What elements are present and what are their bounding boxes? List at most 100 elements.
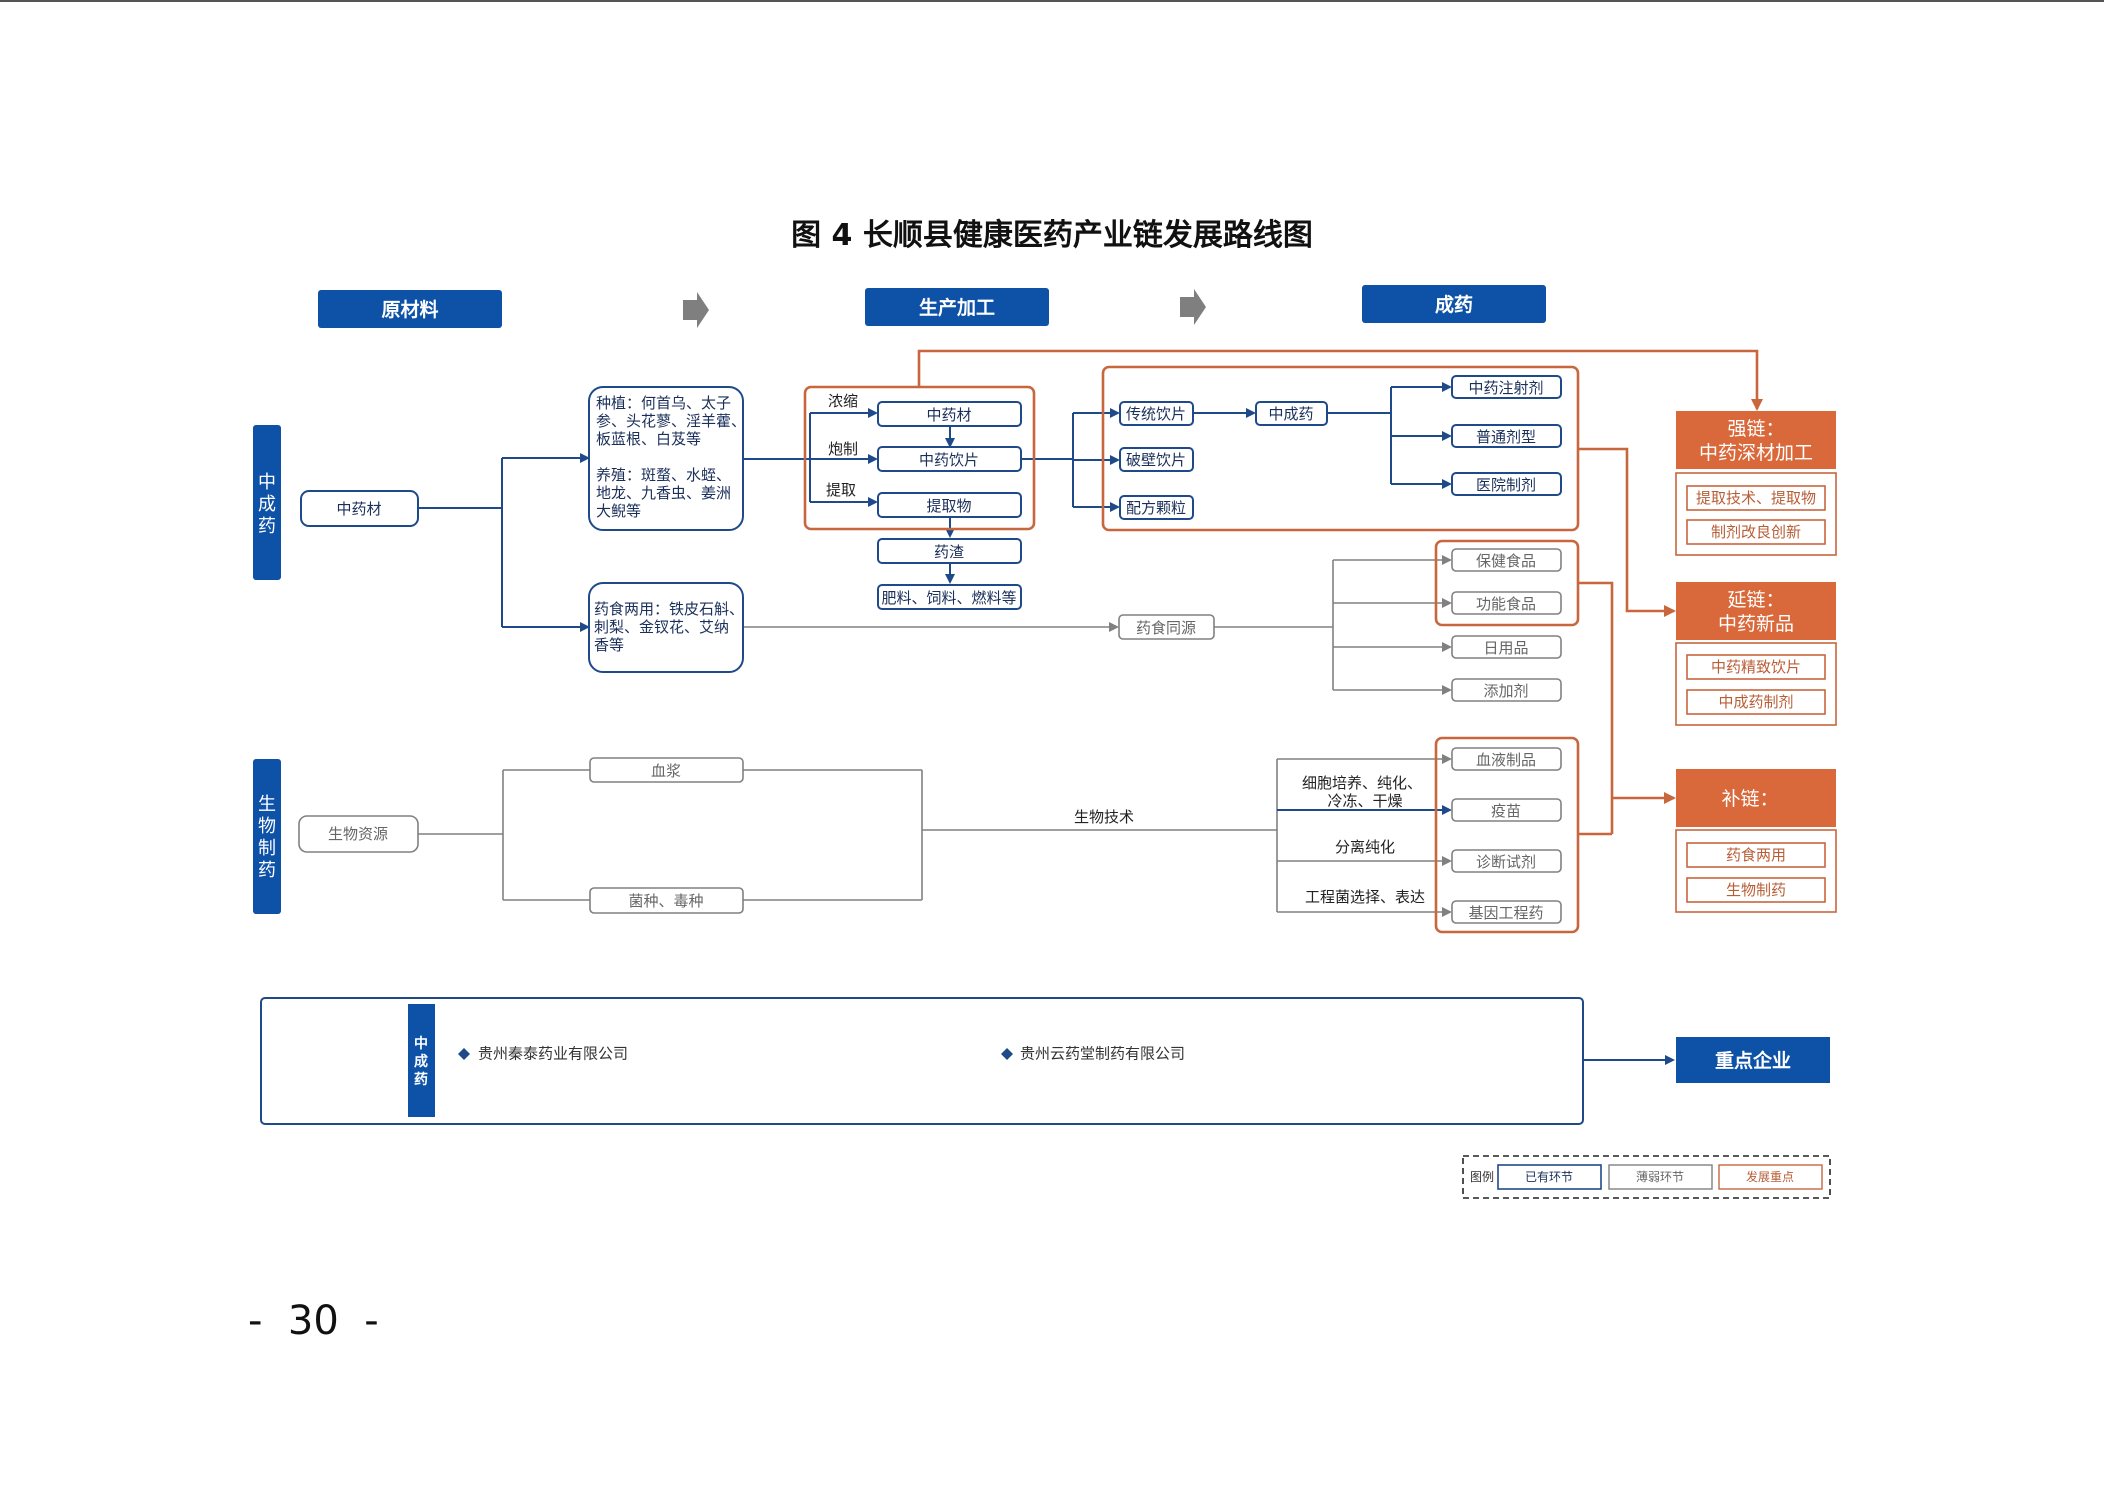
product-health-food-box: 保健食品 — [1451, 548, 1562, 572]
plasma-box: 血浆 — [589, 757, 744, 783]
svg-text:中: 中 — [258, 472, 276, 493]
product-vaccine-box: 疫苗 — [1451, 798, 1562, 822]
svg-text:药食两用: 药食两用 — [1726, 846, 1786, 864]
svg-text:薄弱环节: 薄弱环节 — [1636, 1169, 1684, 1184]
flow-arrow-icon — [683, 292, 709, 328]
product-additive-box: 添加剂 — [1451, 678, 1562, 702]
svg-text:成药: 成药 — [1435, 293, 1473, 316]
svg-text:提取技术、提取物: 提取技术、提取物 — [1696, 489, 1816, 507]
food-medicine-box: 药食两用：铁皮石斛、 刺梨、金钗花、艾纳 香等 — [588, 582, 744, 673]
svg-text:保健食品: 保健食品 — [1476, 552, 1536, 570]
svg-text:医院制剂: 医院制剂 — [1476, 476, 1536, 494]
plant-breed-box: 种植：何首乌、太子 参、头花蓼、淫羊藿、 板蓝根、白芨等 养殖：斑蝥、水蛭、 地… — [588, 386, 746, 531]
diamond-bullet-icon — [1001, 1048, 1013, 1060]
svg-text:强链：: 强链： — [1727, 418, 1784, 440]
side-label-tcm: 中 成 药 — [253, 425, 281, 580]
svg-text:中成药: 中成药 — [1268, 405, 1313, 423]
svg-text:种植：何首乌、太子: 种植：何首乌、太子 — [596, 394, 731, 412]
enterprise-panel: 中 成 药 贵州秦泰药业有限公司 贵州云药堂制药有限公司 — [260, 997, 1584, 1125]
svg-text:延链：: 延链： — [1727, 589, 1784, 611]
svg-text:刺梨、金钗花、艾纳: 刺梨、金钗花、艾纳 — [594, 618, 729, 636]
svg-text:发展重点: 发展重点 — [1746, 1169, 1794, 1184]
svg-text:中药新品: 中药新品 — [1718, 613, 1794, 635]
svg-text:提取物: 提取物 — [926, 497, 971, 515]
svg-text:香等: 香等 — [594, 636, 624, 654]
svg-text:中药饮片: 中药饮片 — [919, 451, 979, 469]
diamond-bullet-icon — [458, 1048, 470, 1060]
svg-text:中药深材加工: 中药深材加工 — [1699, 442, 1813, 464]
strain-box: 菌种、毒种 — [589, 887, 744, 914]
svg-text:诊断试剂: 诊断试剂 — [1476, 853, 1536, 871]
chain-strong-card: 强链： 中药深材加工 提取技术、提取物 制剂改良创新 — [1675, 411, 1837, 556]
key-enterprise-label: 重点企业 — [1676, 1037, 1830, 1083]
svg-text:原材料: 原材料 — [381, 298, 438, 321]
svg-text:已有环节: 已有环节 — [1525, 1170, 1573, 1184]
process-pieces-box: 中药饮片 — [877, 446, 1022, 472]
svg-text:药: 药 — [414, 1071, 428, 1088]
svg-text:基因工程药: 基因工程药 — [1468, 904, 1543, 922]
svg-text:大鲵等: 大鲵等 — [596, 502, 641, 520]
svg-text:养殖：斑蝥、水蛭、: 养殖：斑蝥、水蛭、 — [596, 466, 731, 484]
flow-arrow-icon — [1180, 289, 1206, 325]
product-reagent-box: 诊断试剂 — [1451, 849, 1562, 873]
product-blood-box: 血液制品 — [1451, 747, 1562, 771]
page-number: - 30 - — [248, 1298, 379, 1344]
product-patent-box: 中成药 — [1255, 401, 1328, 426]
svg-text:中药精致饮片: 中药精致饮片 — [1711, 658, 1801, 676]
product-injection-box: 中药注射剂 — [1451, 375, 1562, 399]
process-residue-box: 药渣 — [877, 538, 1022, 564]
svg-text:药: 药 — [258, 516, 276, 537]
svg-text:物: 物 — [258, 816, 276, 837]
svg-text:药渣: 药渣 — [934, 543, 964, 561]
process-herb-box: 中药材 — [877, 401, 1022, 427]
diagram-title: 图 4 长顺县健康医药产业链发展路线图 — [791, 218, 1313, 253]
column-header-raw: 原材料 — [318, 290, 502, 328]
product-traditional-box: 传统饮片 — [1119, 401, 1194, 426]
svg-text:菌种、毒种: 菌种、毒种 — [628, 892, 703, 910]
svg-text:日用品: 日用品 — [1483, 639, 1528, 657]
label-extract: 提取 — [826, 481, 856, 499]
herb-raw-box: 中药材 — [300, 490, 419, 527]
svg-text:补链：: 补链： — [1721, 788, 1778, 810]
chain-fill-card: 补链： 药食两用 生物制药 — [1675, 769, 1837, 913]
svg-text:传统饮片: 传统饮片 — [1126, 405, 1186, 423]
label-separate: 分离纯化 — [1335, 838, 1395, 856]
product-functional-box: 功能食品 — [1451, 591, 1562, 615]
svg-text:重点企业: 重点企业 — [1715, 1049, 1791, 1072]
svg-text:中药注射剂: 中药注射剂 — [1468, 379, 1543, 397]
enterprise-item: 贵州云药堂制药有限公司 — [1020, 1045, 1185, 1063]
svg-text:中药材: 中药材 — [336, 500, 381, 518]
product-ordinary-box: 普通剂型 — [1451, 424, 1562, 448]
svg-text:制剂改良创新: 制剂改良创新 — [1711, 523, 1801, 541]
product-broken-box: 破壁饮片 — [1119, 447, 1194, 472]
svg-text:参、头花蓼、淫羊藿、: 参、头花蓼、淫羊藿、 — [596, 412, 746, 430]
label-roast: 炮制 — [828, 440, 858, 458]
top-border-line — [0, 0, 2104, 2]
svg-text:药食两用：铁皮石斛、: 药食两用：铁皮石斛、 — [594, 600, 744, 618]
svg-text:中成药制剂: 中成药制剂 — [1718, 693, 1793, 711]
svg-text:配方颗粒: 配方颗粒 — [1126, 499, 1186, 517]
label-engineer: 工程菌选择、表达 — [1305, 888, 1425, 906]
process-extract-box: 提取物 — [877, 492, 1022, 518]
svg-text:中药材: 中药材 — [926, 406, 971, 424]
label-cell-culture: 细胞培养、纯化、 — [1302, 774, 1422, 792]
svg-text:中: 中 — [414, 1035, 428, 1052]
svg-text:疫苗: 疫苗 — [1491, 802, 1521, 820]
svg-text:生产加工: 生产加工 — [919, 296, 995, 319]
product-daily-box: 日用品 — [1451, 635, 1562, 659]
svg-text:地龙、九香虫、姜洲: 地龙、九香虫、姜洲 — [596, 484, 731, 502]
food-source-box: 药食同源 — [1118, 614, 1215, 640]
svg-text:添加剂: 添加剂 — [1483, 682, 1528, 700]
product-granule-box: 配方颗粒 — [1119, 495, 1194, 520]
side-label-bio: 生 物 制 药 — [253, 759, 281, 914]
svg-text:成: 成 — [414, 1053, 428, 1070]
svg-text:生物制药: 生物制药 — [1726, 881, 1786, 899]
svg-text:板蓝根、白芨等: 板蓝根、白芨等 — [596, 430, 701, 448]
process-fertilizer-box: 肥料、饲料、燃料等 — [877, 584, 1022, 610]
label-biotech: 生物技术 — [1074, 808, 1134, 826]
svg-text:血液制品: 血液制品 — [1476, 751, 1536, 769]
svg-text:成: 成 — [258, 494, 276, 515]
svg-text:制: 制 — [258, 838, 276, 859]
svg-text:破壁饮片: 破壁饮片 — [1126, 451, 1186, 469]
svg-text:普通剂型: 普通剂型 — [1476, 428, 1536, 446]
